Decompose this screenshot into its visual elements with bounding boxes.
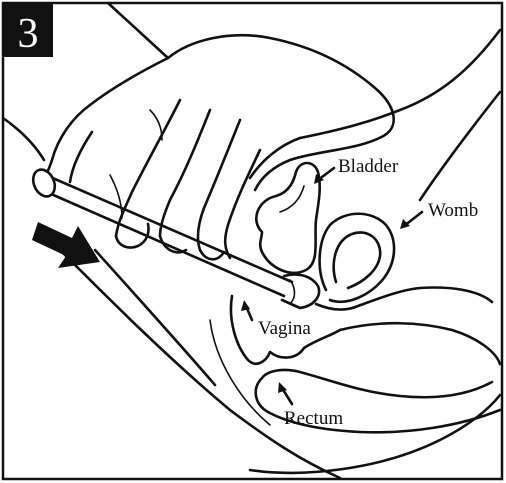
womb-label: Womb <box>428 200 478 221</box>
step-number: 3 <box>18 11 39 57</box>
bladder-label: Bladder <box>338 156 399 177</box>
step-number-badge: 3 <box>3 3 53 57</box>
rectum-label: Rectum <box>284 408 343 429</box>
vagina-label: Vagina <box>258 318 311 339</box>
